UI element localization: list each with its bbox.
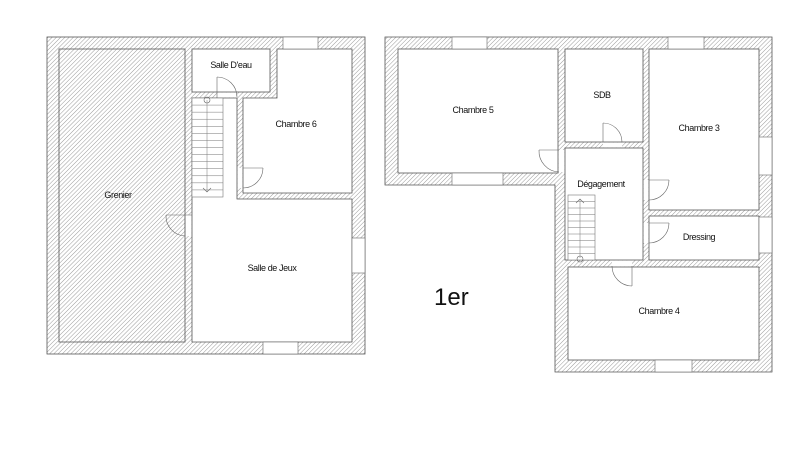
window xyxy=(758,216,773,254)
room-chambre-6 xyxy=(242,48,353,194)
room-label-salle-deau: Salle D'eau xyxy=(210,60,252,70)
window xyxy=(654,359,693,373)
staircase xyxy=(191,96,224,198)
window xyxy=(451,36,488,50)
window xyxy=(758,136,773,176)
level-label: 1er xyxy=(434,284,469,311)
window xyxy=(351,237,366,274)
room-label-chambre-3: Chambre 3 xyxy=(679,123,720,133)
window xyxy=(451,172,504,186)
room-label-salle-de-jeux: Salle de Jeux xyxy=(248,263,298,273)
window xyxy=(282,36,319,50)
room-label-chambre-5: Chambre 5 xyxy=(453,105,494,115)
room-label-chambre-4: Chambre 4 xyxy=(639,306,680,316)
window xyxy=(667,36,705,50)
window xyxy=(262,341,299,355)
door-grenier[interactable] xyxy=(165,214,192,237)
door-chambre-5[interactable] xyxy=(538,149,565,173)
room-label-degagement: Dégagement xyxy=(577,179,625,189)
right-floor-plan: Chambre 5 SDB Chambre 3 Dégagement Dress… xyxy=(384,36,773,373)
room-salle-deau xyxy=(191,48,271,93)
room-chambre-3 xyxy=(648,48,760,211)
room-chambre-5 xyxy=(397,48,559,174)
room-chambre-4 xyxy=(567,266,760,361)
door-chambre-4[interactable] xyxy=(611,260,633,287)
room-salle-de-jeux xyxy=(191,97,353,343)
room-label-chambre-6: Chambre 6 xyxy=(276,119,317,129)
door-dressing[interactable] xyxy=(643,222,670,244)
door-chambre-3[interactable] xyxy=(643,179,670,201)
room-label-dressing: Dressing xyxy=(683,232,716,242)
staircase xyxy=(567,194,596,263)
room-label-grenier: Grenier xyxy=(104,190,132,200)
door-sdb[interactable] xyxy=(602,122,623,148)
door-salle-deau[interactable] xyxy=(216,76,238,98)
door-chambre-6[interactable] xyxy=(237,167,264,189)
left-floor-plan: Grenier Salle D'eau Chambre 6 Salle de J… xyxy=(46,36,366,355)
room-sdb xyxy=(564,48,644,143)
room-grenier xyxy=(58,48,186,343)
room-label-sdb: SDB xyxy=(593,90,611,100)
